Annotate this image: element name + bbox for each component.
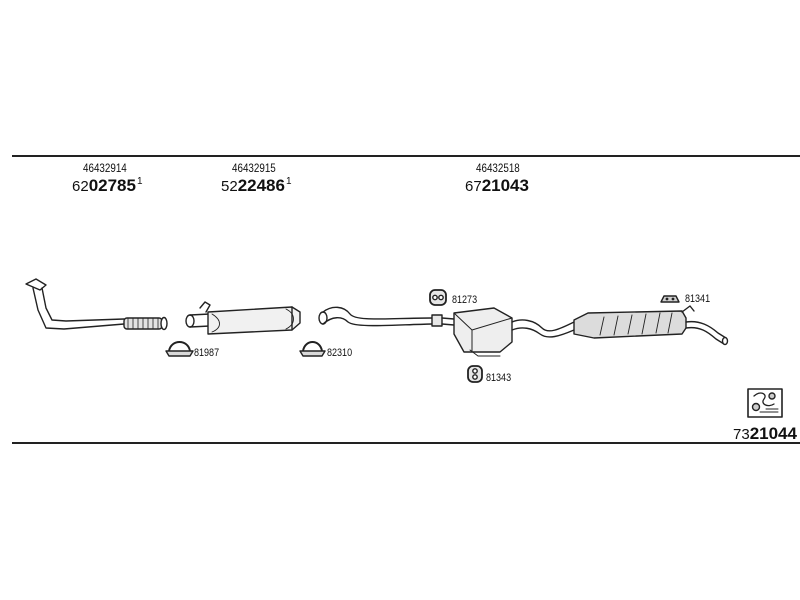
part-number-rear-section: 6721043 — [465, 176, 529, 195]
clamp-icon-2 — [299, 341, 326, 357]
rubber-mount-icon-rear — [660, 295, 680, 303]
oe-number-rear-section: 46432518 — [476, 161, 520, 175]
clamp-2-number: 82310 — [327, 347, 353, 359]
kit-part-number: 7321044 — [733, 424, 797, 443]
clamp-1-number: 81987 — [194, 347, 220, 359]
rear-silencer — [573, 305, 729, 346]
kit-box-icon — [747, 388, 783, 418]
intermediate-pipe — [318, 306, 575, 357]
oe-number-front-pipe: 46432914 — [83, 161, 127, 175]
rubber-hanger-icon-top — [429, 289, 447, 306]
clamp-icon-1 — [165, 341, 194, 357]
middle-silencer — [185, 301, 301, 335]
bottom-rule — [12, 442, 800, 444]
top-rule — [12, 155, 800, 157]
rear-mount-number: 81341 — [685, 293, 711, 305]
rubber-hanger-icon-bottom — [467, 365, 483, 383]
part-number-middle-silencer: 52224861 — [221, 176, 292, 195]
hanger-bottom-number: 81343 — [486, 372, 512, 384]
part-number-front-pipe: 62027851 — [72, 176, 143, 195]
hanger-top-number: 81273 — [452, 294, 478, 306]
oe-number-middle-silencer: 46432915 — [232, 161, 276, 175]
front-pipe — [25, 278, 168, 331]
